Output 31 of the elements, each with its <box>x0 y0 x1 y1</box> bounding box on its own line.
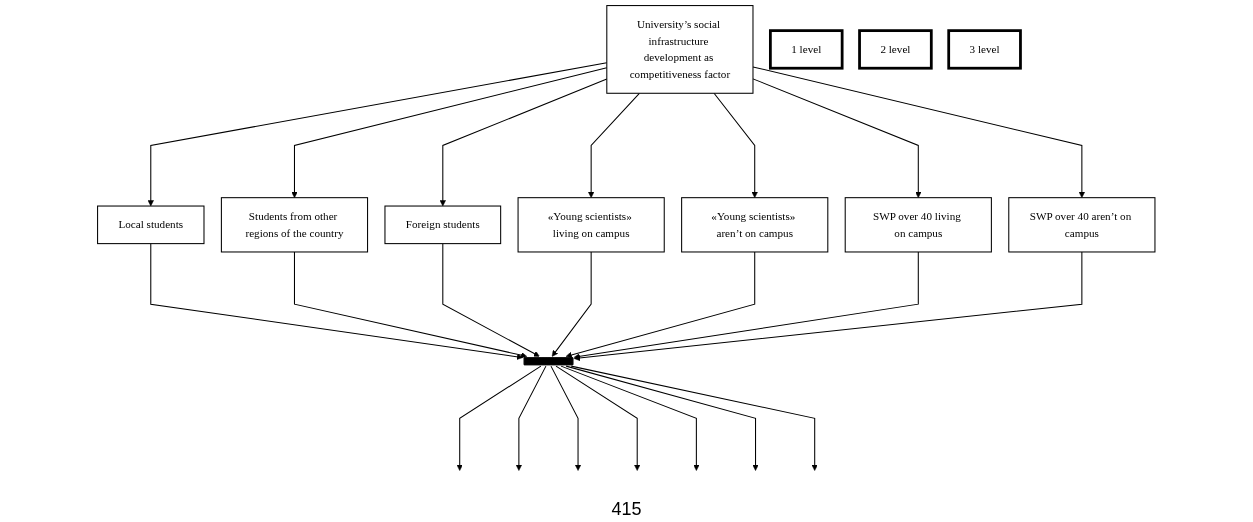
arrow <box>566 251 756 358</box>
arrow <box>552 251 592 357</box>
arrow <box>560 365 700 471</box>
node-box: Foreign students <box>384 205 502 245</box>
arrow <box>565 365 759 471</box>
node-box: Local students <box>97 205 205 245</box>
node-box: 2 level <box>858 29 933 70</box>
arrow <box>147 62 608 207</box>
arrow <box>442 243 540 357</box>
arrow <box>516 365 547 471</box>
arrow <box>291 67 608 198</box>
arrow <box>150 243 524 360</box>
arrow <box>555 365 641 471</box>
node-box: University’s social infrastructure development as competitiveness factor <box>606 5 754 94</box>
arrow <box>588 92 641 198</box>
node-box: Students from other regions of the country <box>221 197 369 253</box>
node-box: 3 level <box>947 29 1023 70</box>
node-box: SWP over 40 aren’t on campus <box>1008 197 1156 253</box>
node-box: SWP over 40 living on campus <box>844 197 993 253</box>
arrow <box>713 92 758 198</box>
arrow <box>570 365 818 471</box>
arrow <box>294 251 528 359</box>
arrow <box>550 365 582 471</box>
node-box: «Young scientists» living on campus <box>517 197 665 253</box>
page-number: 415 <box>611 499 642 519</box>
arrow <box>574 251 920 360</box>
arrow <box>440 78 608 207</box>
node-box: «Young scientists» aren’t on campus <box>681 197 829 253</box>
arrow <box>456 365 542 471</box>
arrow <box>574 251 1083 361</box>
node-box: 1 level <box>769 29 844 70</box>
